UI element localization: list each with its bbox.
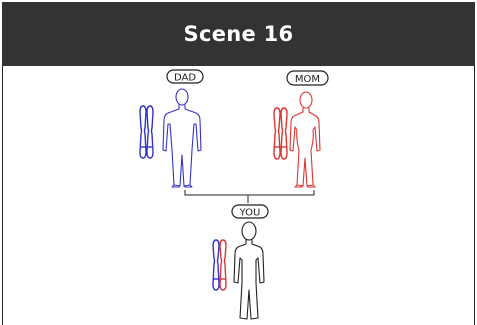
- you-chromosomes: [212, 239, 227, 291]
- scene-header: Scene 16: [2, 2, 475, 66]
- you-figure: [233, 221, 265, 320]
- dad-chromosomes: [139, 105, 154, 159]
- family-tree-connector: [184, 190, 315, 203]
- mom-label: MOM: [295, 74, 320, 85]
- mom-chromosomes: [273, 107, 288, 160]
- scene-title: Scene 16: [183, 22, 294, 46]
- mom-figure: [289, 91, 321, 188]
- you-label-bubble: YOU: [231, 204, 269, 219]
- dad-figure: [162, 88, 202, 188]
- you-label: YOU: [239, 208, 261, 219]
- dad-label-bubble: DAD: [166, 69, 204, 84]
- dad-label: DAD: [174, 73, 196, 84]
- mom-label-bubble: MOM: [286, 70, 329, 86]
